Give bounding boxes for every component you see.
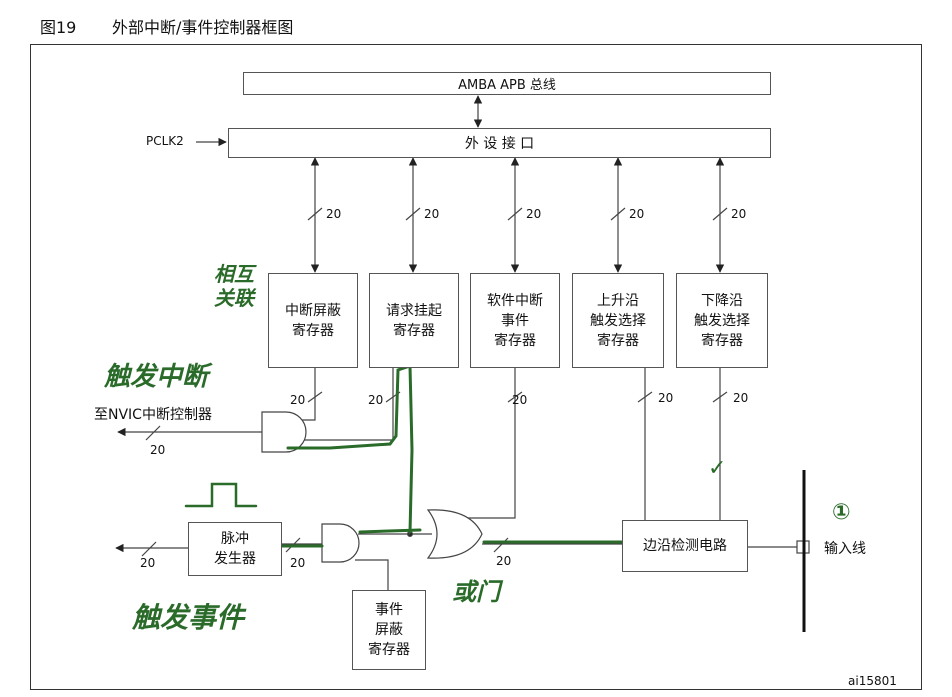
edge-detect-circuit: 边沿检测电路 (622, 520, 748, 572)
peripheral-interface: 外 设 接 口 (228, 128, 771, 158)
bus-width-label: 20 (512, 393, 528, 407)
or-gate (426, 509, 483, 559)
bus-width-label: 20 (496, 554, 512, 568)
event-and-gate (321, 523, 360, 563)
bus-width-label: 20 (368, 393, 384, 407)
bus-width-label: 20 (629, 207, 645, 221)
bus-width-label: 20 (290, 393, 306, 407)
annotation-trigger-event: 触发事件 (132, 601, 245, 634)
pclk2-label: PCLK2 (146, 134, 184, 148)
falling-trigger-register: 下降沿 触发选择 寄存器 (676, 273, 768, 368)
annotation-check: ✓ (708, 456, 727, 481)
annotation-trigger-interrupt: 触发中断 (104, 362, 209, 392)
annotation-linked: 相互 关联 (214, 262, 254, 310)
bus-width-label: 20 (290, 556, 306, 570)
annotation-strokes (184, 364, 624, 548)
rising-trigger-register: 上升沿 触发选择 寄存器 (572, 273, 664, 368)
pulse-generator: 脉冲 发生器 (188, 522, 282, 576)
event-mask-register: 事件 屏蔽 寄存器 (352, 590, 426, 670)
diagram-frame (30, 44, 922, 690)
bus-width-label: 20 (140, 556, 156, 570)
figure-number: 图19 (40, 18, 77, 37)
nvic-output-label: 至NVIC中断控制器 (94, 407, 212, 423)
software-interrupt-event-register: 软件中断 事件 寄存器 (470, 273, 560, 368)
figure-id: ai15801 (848, 674, 897, 688)
interrupt-and-gate (261, 411, 307, 453)
input-line-label: 输入线 (824, 541, 866, 557)
interrupt-mask-register: 中断屏蔽 寄存器 (268, 273, 358, 368)
bus-width-label: 20 (731, 207, 747, 221)
annotation-or-gate: 或门 (452, 578, 500, 606)
pending-request-register: 请求挂起 寄存器 (369, 273, 459, 368)
bus-width-label: 20 (424, 207, 440, 221)
bus-width-label: 20 (150, 443, 166, 457)
figure-title: 外部中断/事件控制器框图 (112, 18, 294, 37)
annotation-marker: ① (832, 500, 851, 525)
bus-width-label: 20 (733, 391, 749, 405)
amba-apb-bus: AMBA APB 总线 (243, 72, 771, 95)
bus-width-label: 20 (326, 207, 342, 221)
bus-width-label: 20 (526, 207, 542, 221)
bus-width-label: 20 (658, 391, 674, 405)
